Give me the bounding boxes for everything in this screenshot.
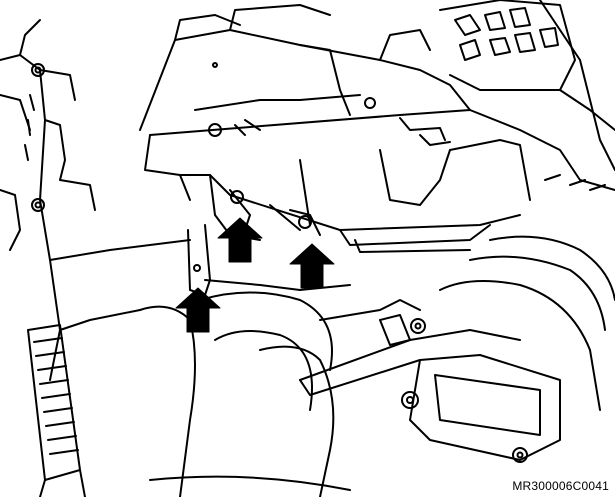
arrow-up-icon (289, 243, 335, 289)
right-structure (439, 0, 615, 411)
fuse-box (439, 0, 576, 91)
hvac-case (179, 117, 531, 253)
arrow-up-icon (217, 217, 263, 263)
callout-arrows (175, 217, 335, 333)
accelerator-pedal (27, 324, 86, 497)
pedal-bracket (299, 299, 561, 463)
blower-housing (139, 4, 521, 201)
figure-reference-code: MR300006C0041 (512, 479, 609, 493)
floor-curves (139, 291, 351, 497)
left-panel-structure (0, 19, 191, 381)
arrow-up-icon (175, 287, 221, 333)
